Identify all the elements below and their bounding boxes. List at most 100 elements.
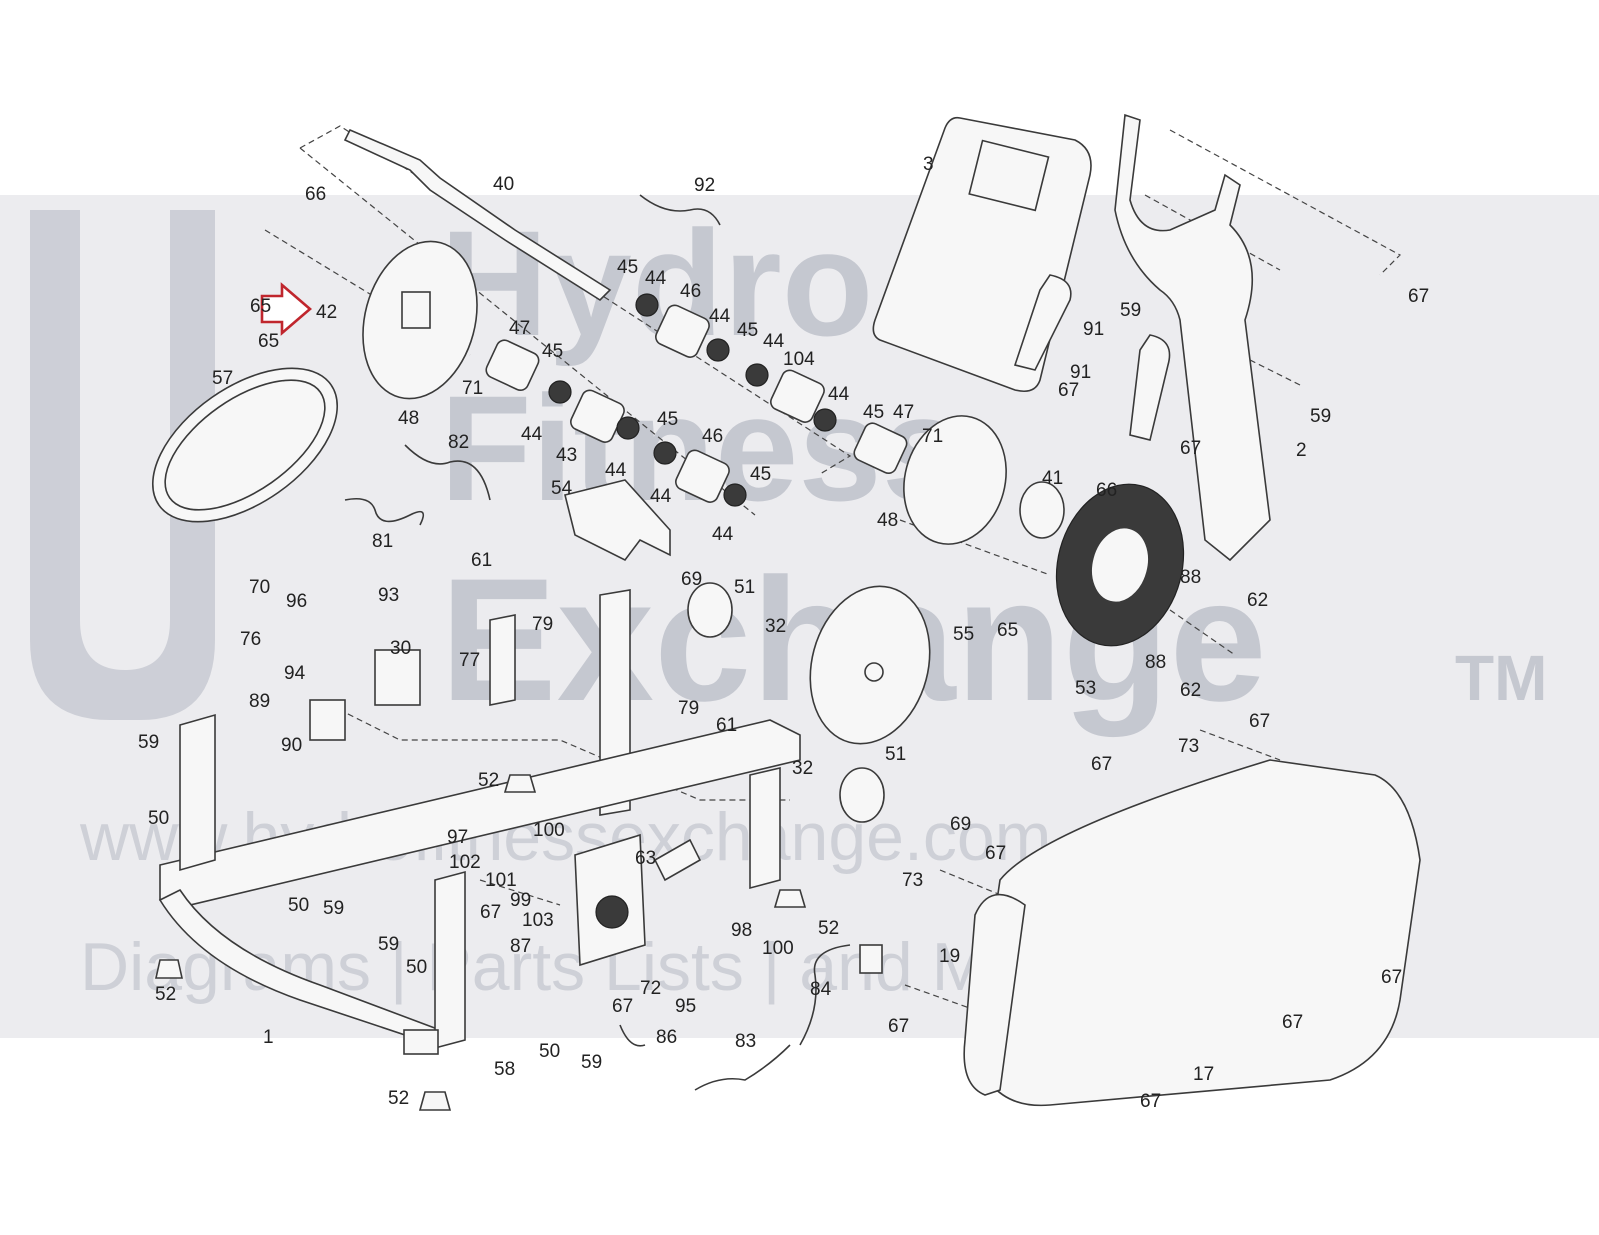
callout-c45b: 45 [617, 257, 638, 278]
callout-c57: 57 [212, 368, 233, 389]
callout-c17: 17 [1193, 1064, 1214, 1085]
callout-c45d: 45 [863, 402, 884, 423]
frame-rear-post-left [179, 713, 216, 872]
part-52-foot-3 [155, 959, 183, 979]
frame-front-post [489, 614, 516, 706]
callout-c62b: 62 [1180, 680, 1201, 701]
callout-c63: 63 [635, 848, 656, 869]
callout-c44d: 44 [828, 384, 850, 405]
part-44-bearing-3 [653, 441, 677, 465]
callout-c81: 81 [372, 531, 393, 552]
callout-c65b: 65 [997, 620, 1018, 641]
callout-c45e2: 45 [750, 464, 771, 485]
part-57-belt-inner [164, 379, 326, 511]
callout-c87: 87 [510, 936, 531, 957]
callout-c43: 43 [556, 445, 577, 466]
part-44-bearing-2 [616, 416, 640, 440]
part-53-flywheel-hub [1090, 526, 1150, 604]
callout-c30: 30 [390, 638, 411, 659]
part-46-spacer-lower [675, 449, 730, 503]
callout-c44f: 44 [605, 460, 627, 481]
parts [151, 113, 1421, 1111]
callout-c67c: 67 [1408, 286, 1429, 307]
callout-c77: 77 [459, 650, 480, 671]
callout-c59f: 59 [581, 1052, 602, 1073]
frame-front-post-right [749, 766, 781, 890]
callout-c45c: 45 [737, 320, 758, 341]
watermark-logo-mark [30, 210, 215, 720]
part-51-idler-upper [687, 582, 733, 638]
callout-c88b: 88 [1145, 652, 1166, 673]
callout-c59e: 59 [378, 934, 399, 955]
part-51-idler-lower [839, 767, 885, 823]
callout-c69a: 69 [681, 569, 702, 590]
callout-c67f: 67 [1249, 711, 1270, 732]
callout-c47a: 47 [509, 318, 530, 339]
callout-c67h: 67 [985, 843, 1006, 864]
part-52-foot-4 [418, 1091, 452, 1111]
assembly-line-shroud-left [939, 869, 1026, 906]
callout-labels: 66 40 92 3 42 65 57 48 71 47 45 44 43 45… [138, 154, 1429, 1112]
callout-c84: 84 [810, 979, 832, 1000]
callout-c67b: 67 [1180, 438, 1201, 459]
callout-c44b: 44 [709, 306, 731, 327]
callout-c96: 96 [286, 591, 307, 612]
callout-c55: 55 [953, 624, 974, 645]
callout-c58: 58 [494, 1059, 515, 1080]
part-44-bearing-8 [813, 408, 837, 432]
callout-c66b: 66 [1096, 480, 1117, 501]
callout-c45e: 45 [657, 409, 678, 430]
callout-c59d: 59 [323, 898, 344, 919]
callout-c102: 102 [449, 852, 481, 873]
callout-c19: 19 [939, 946, 960, 967]
callout-c51a: 51 [734, 577, 755, 598]
highlight-arrow-icon [260, 282, 312, 336]
callout-c82: 82 [448, 432, 469, 453]
part-55-wheel-hub [864, 662, 884, 682]
callout-c93: 93 [378, 585, 399, 606]
part-54-shroud [564, 479, 671, 562]
callout-c70: 70 [249, 577, 270, 598]
callout-c67j: 67 [1282, 1012, 1303, 1033]
frame-rear-post-right [434, 870, 466, 1050]
part-44-bearing-7 [745, 363, 769, 387]
callout-c48b: 48 [877, 510, 898, 531]
part-83-wire [694, 1044, 791, 1091]
callout-c89: 89 [249, 691, 270, 712]
part-19-shroud-cap [963, 893, 1026, 1096]
part-48-pulley-hub [401, 291, 431, 329]
part-104-spacer [770, 369, 825, 423]
part-92-wire [639, 194, 721, 226]
callout-c44h: 44 [712, 524, 734, 545]
callout-c79a: 79 [532, 614, 553, 635]
callout-c67a: 67 [1058, 380, 1079, 401]
part-91-handle-upper [1013, 274, 1072, 371]
callout-c101: 101 [485, 870, 517, 891]
callout-c83: 83 [735, 1031, 756, 1052]
callout-c90: 90 [281, 735, 302, 756]
callout-c32a: 32 [765, 616, 786, 637]
assembly-line-axle-lower [299, 147, 756, 516]
callout-c67d: 67 [480, 902, 501, 923]
part-84-adapter [859, 944, 883, 974]
callout-c53: 53 [1075, 678, 1096, 699]
watermark-trademark: TM [1455, 642, 1547, 714]
part-48-pulley-right [903, 415, 1007, 545]
callout-c32b: 32 [792, 758, 813, 779]
callout-c67g: 67 [1091, 754, 1112, 775]
assembly-line-shroud-top [1199, 729, 1281, 761]
part-81-wire [344, 497, 425, 526]
frame-end-cap [403, 1029, 439, 1055]
callout-c65a: 65 [258, 331, 279, 352]
callout-c104: 104 [783, 349, 815, 370]
callout-c51b: 51 [885, 744, 906, 765]
assembly-line-axle [299, 125, 852, 475]
callout-c59b: 59 [1310, 406, 1331, 427]
callout-c52b: 52 [818, 918, 839, 939]
callout-c46a: 46 [680, 281, 701, 302]
part-52-foot-2 [773, 889, 807, 908]
callout-c99: 99 [510, 890, 531, 911]
assembly-line-shroud-bottom [904, 984, 976, 1011]
callout-c59c: 59 [138, 732, 159, 753]
